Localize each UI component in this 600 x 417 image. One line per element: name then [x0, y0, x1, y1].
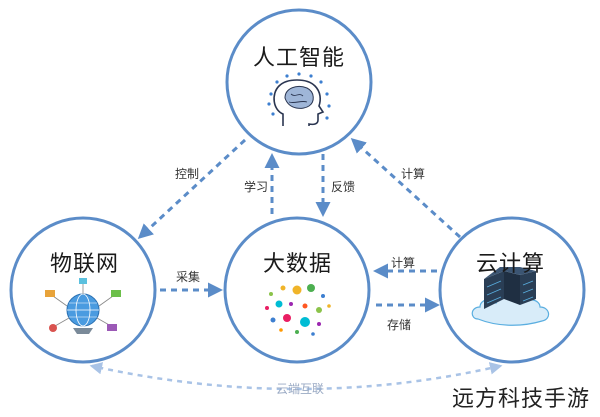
node-title-iot: 物联网 — [50, 252, 120, 277]
node-title-bigdata: 大数据 — [263, 252, 333, 277]
edge-label-ai-to-iot: 控制 — [175, 167, 200, 181]
data-dots-icon — [265, 284, 331, 336]
edge-ai-to-iot — [137, 138, 247, 240]
edge-label-iot-to-bigdata: 采集 — [176, 270, 201, 284]
edge-label-cloud-to-ai: 计算 — [401, 167, 426, 181]
edge-label-bigdata-to-ai: 学习 — [244, 180, 269, 194]
edge-label-bigdata-to-cloud: 存储 — [387, 318, 412, 332]
node-title-cloud: 云计算 — [476, 252, 546, 277]
edge-label-cloud-iot-link: 云端互联 — [276, 382, 325, 396]
node-title-ai: 人工智能 — [253, 46, 346, 71]
edge-cloud-iot-link — [89, 362, 503, 391]
watermark-text: 远方科技手游 — [451, 387, 590, 412]
server-cloud-icon — [471, 267, 550, 326]
edge-label-ai-to-bigdata: 反馈 — [331, 180, 356, 194]
edge-label-cloud-to-bigdata: 计算 — [391, 256, 416, 270]
edge-cloud-to-ai — [350, 137, 462, 239]
brain-head-icon — [267, 72, 331, 126]
connected-globe-icon — [45, 278, 121, 334]
